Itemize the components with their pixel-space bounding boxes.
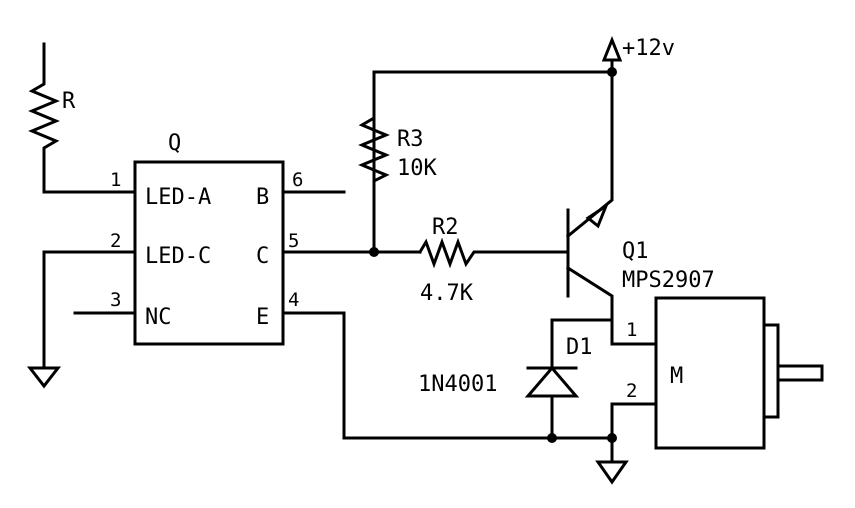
- resistor-r3-ref: R3: [397, 127, 424, 152]
- pin-6-number: 6: [292, 169, 303, 191]
- pin-5-name: C: [256, 244, 269, 269]
- diode-d1: [524, 318, 614, 440]
- motor: [654, 296, 824, 450]
- pin-1-number: 1: [110, 169, 121, 191]
- pin-4-wire: [281, 311, 614, 440]
- pin-2-wire: [42, 250, 137, 370]
- resistor-r: [28, 42, 137, 194]
- transistor-ref: Q1: [622, 239, 649, 264]
- resistor-r3-value: 10K: [397, 156, 437, 181]
- transistor-part: MPS2907: [622, 268, 715, 293]
- resistor-r2-ref: R2: [432, 215, 459, 240]
- motor-pin-2: 2: [626, 380, 637, 402]
- resistor-r2: [417, 237, 570, 269]
- pin-4-name: E: [256, 305, 269, 330]
- resistor-r3: [358, 70, 614, 254]
- pin-2-number: 2: [110, 230, 121, 252]
- junction-r3-r2: [369, 247, 379, 257]
- pin-1-name: LED-A: [145, 185, 211, 210]
- ground-right-icon: [595, 460, 629, 485]
- motor-label: M: [670, 364, 683, 389]
- resistor-r2-value: 4.7K: [420, 281, 474, 306]
- junction-ground: [607, 433, 617, 443]
- diode-ref: D1: [566, 335, 593, 360]
- transistor-q1: [565, 70, 658, 346]
- resistor-r-label: R: [62, 89, 76, 114]
- supply-arrow-icon: [601, 35, 623, 62]
- supply-label: +12v: [622, 36, 675, 61]
- pin-6-name: B: [256, 185, 269, 210]
- pin-5-number: 5: [288, 230, 299, 252]
- pin-2-name: LED-C: [145, 244, 211, 269]
- diode-part: 1N4001: [418, 372, 497, 397]
- pin-3-name: NC: [145, 305, 172, 330]
- motor-ground-wire: [610, 402, 658, 464]
- pin-4-number: 4: [288, 289, 299, 311]
- motor-pin-1: 1: [626, 319, 637, 341]
- pin-3-number: 3: [110, 289, 121, 311]
- optocoupler-ref: Q: [168, 131, 181, 156]
- ground-left-icon: [26, 366, 62, 389]
- junction-diode-bottom: [547, 433, 557, 443]
